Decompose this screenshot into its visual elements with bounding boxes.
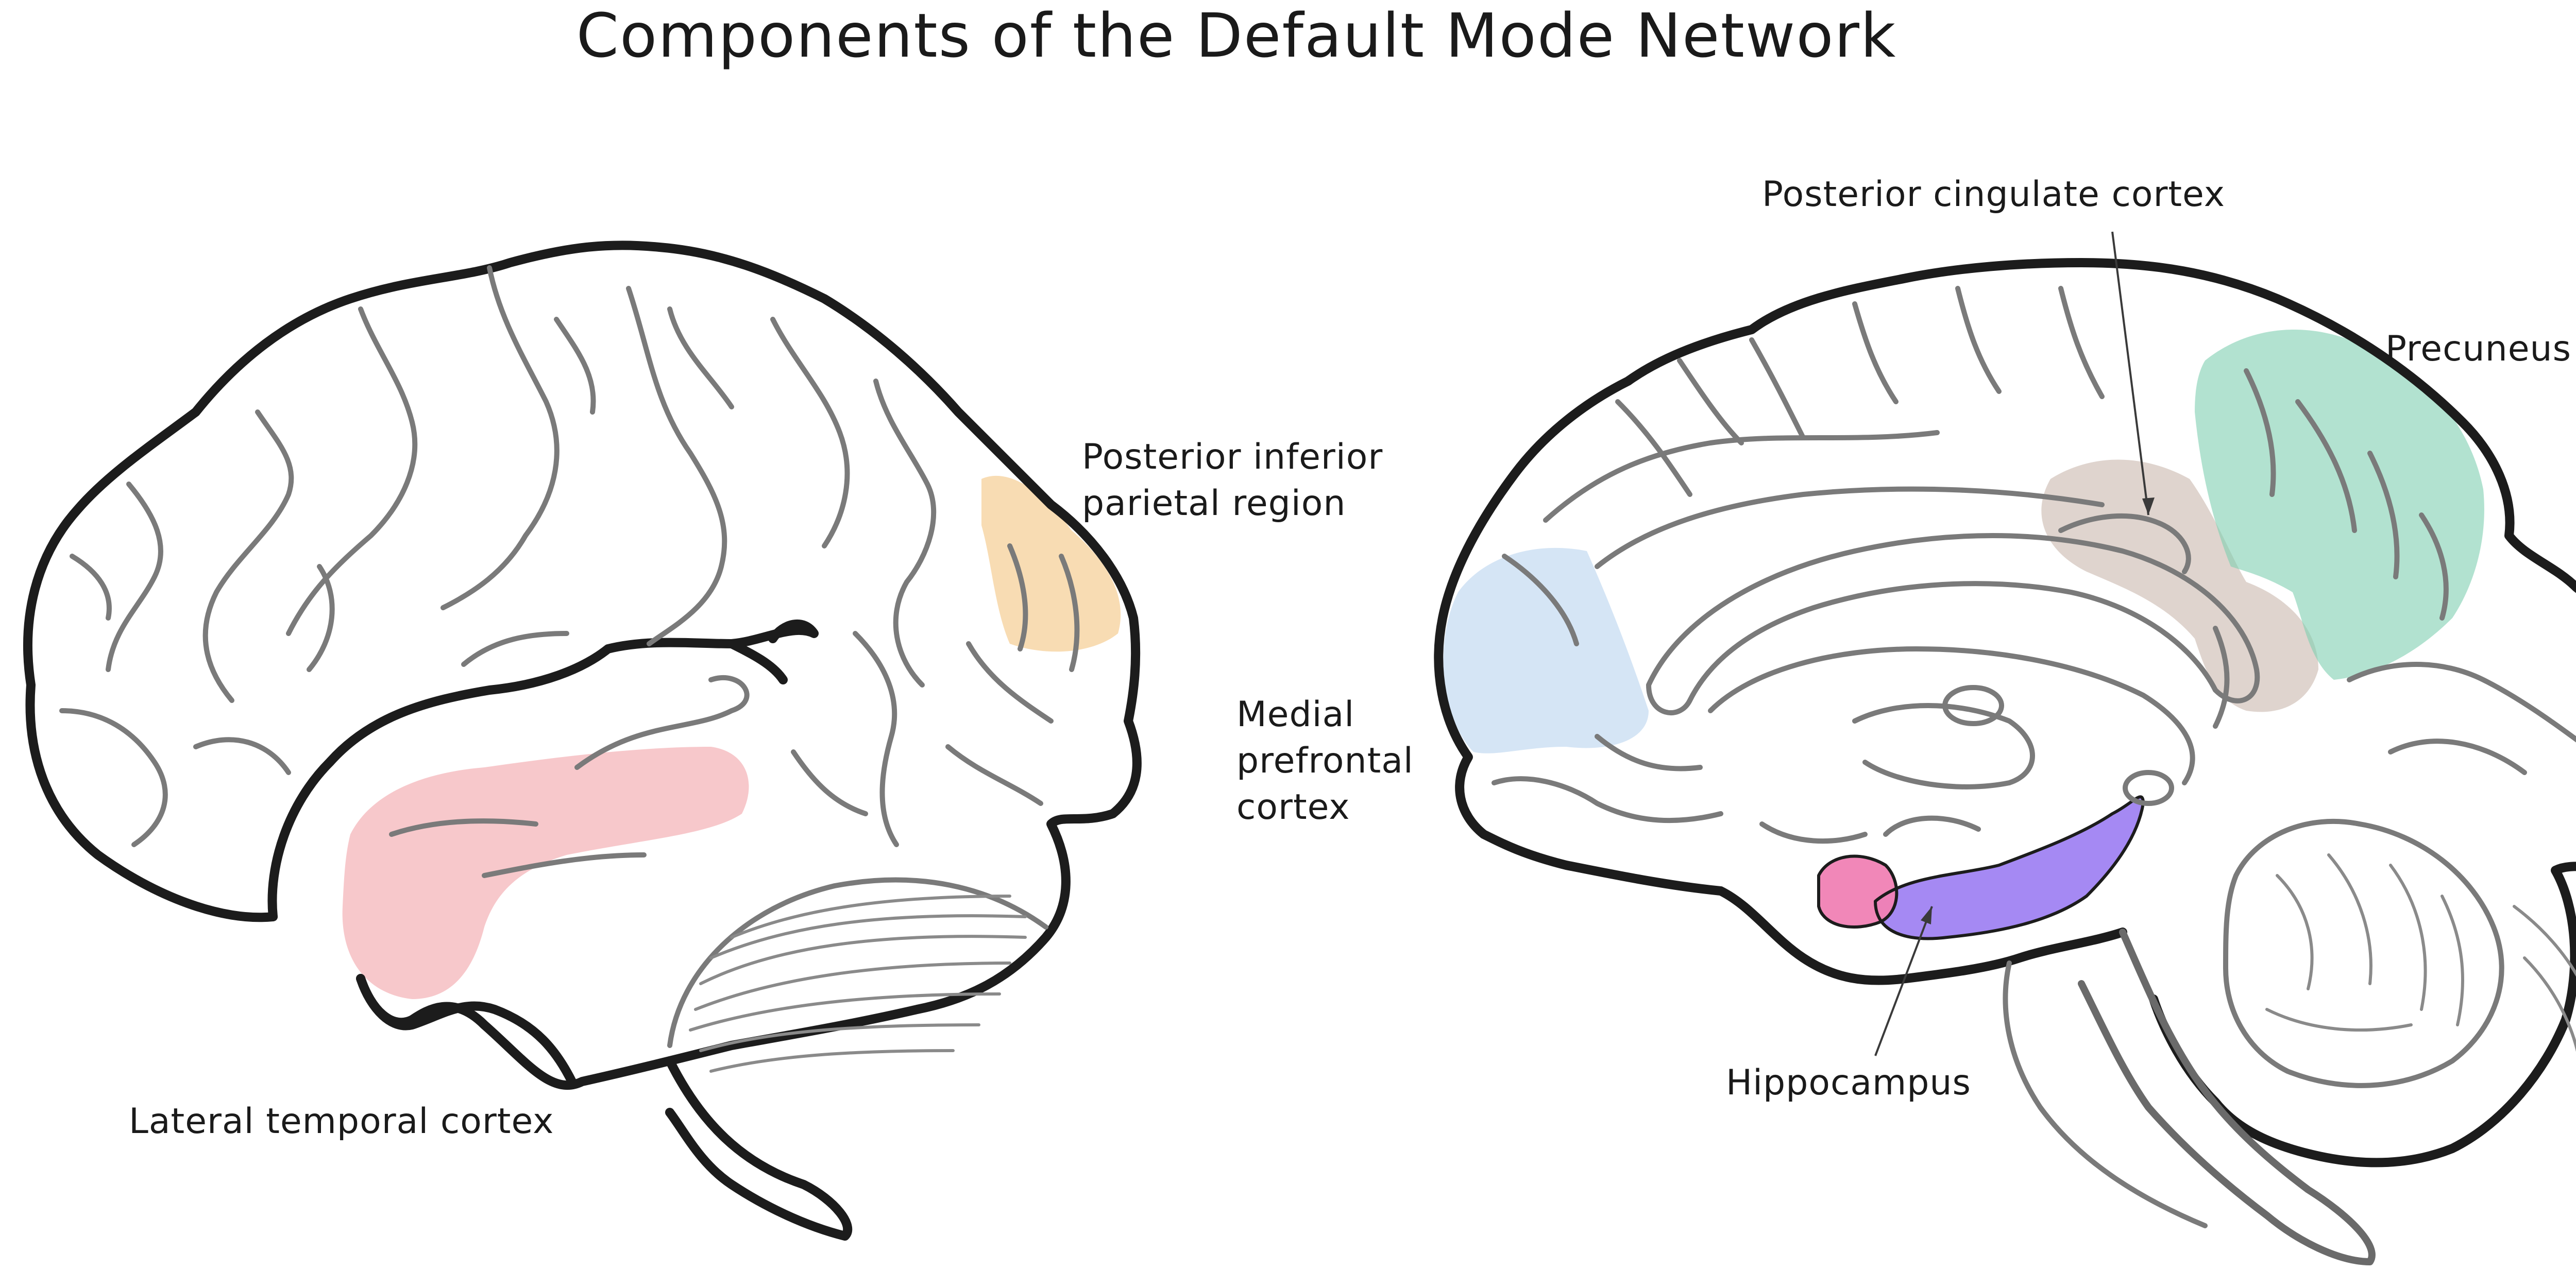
medial-brain-outline — [1434, 258, 2576, 1168]
label-hippocampus: Hippocampus — [1726, 1062, 1971, 1103]
diagram-title: Components of the Default Mode Network — [577, 0, 1897, 71]
medial-cerebellum-folia — [2265, 853, 2576, 1052]
amygdala-region — [1819, 856, 1897, 927]
sylvian-fissure-outline — [267, 620, 819, 921]
medial-brainstem-inner — [2003, 960, 2208, 1228]
label-medial-prefrontal-line3: cortex — [1236, 787, 1350, 828]
lateral-brainstem — [665, 1056, 853, 1241]
label-medial-prefrontal-line1: Medial — [1236, 694, 1354, 735]
label-posterior-inferior-parietal-line1: Posterior inferior — [1082, 437, 1383, 477]
hippocampus-region — [1875, 797, 2143, 939]
lateral-temporal-region — [342, 747, 749, 999]
medial-cerebellum — [2223, 818, 2504, 1088]
corpus-callosum — [1646, 533, 2260, 715]
medial-brain: Posterior cingulate cortex Precuneus Med… — [1236, 174, 2576, 1265]
leader-hippocampus — [1874, 906, 1933, 1056]
lateral-brain-outline — [23, 241, 1142, 1090]
leader-hippocampus-arrow — [1921, 906, 1932, 924]
leader-posterior-cingulate — [2111, 231, 2149, 516]
label-lateral-temporal-cortex: Lateral temporal cortex — [129, 1101, 554, 1142]
thalamus — [1852, 703, 2035, 790]
label-precuneus: Precuneus — [2385, 329, 2571, 369]
hippocampus-outline — [1874, 795, 2145, 940]
medial-brainstem — [2078, 929, 2376, 1265]
leader-posterior-cingulate-arrow — [2142, 497, 2155, 515]
pineal-body — [2123, 770, 2174, 806]
medial-prefrontal-region — [1443, 547, 1649, 753]
fornix — [1708, 646, 2195, 785]
medial-gyri — [1492, 286, 2576, 844]
temporal-lobe-lower-outline — [356, 974, 577, 1086]
label-medial-prefrontal-line2: prefrontal — [1236, 741, 1414, 781]
amygdala-outline — [1817, 854, 1899, 929]
posterior-inferior-parietal-region — [981, 475, 1121, 652]
label-posterior-inferior-parietal-line2: parietal region — [1082, 483, 1346, 524]
label-posterior-cingulate-cortex: Posterior cingulate cortex — [1762, 174, 2225, 215]
lateral-gyri — [59, 265, 1080, 878]
cerebellum-folia — [689, 895, 1027, 1073]
interthalamic-adhesion — [1942, 685, 2004, 726]
lateral-brain: Posterior inferior parietal region Later… — [23, 241, 1383, 1241]
